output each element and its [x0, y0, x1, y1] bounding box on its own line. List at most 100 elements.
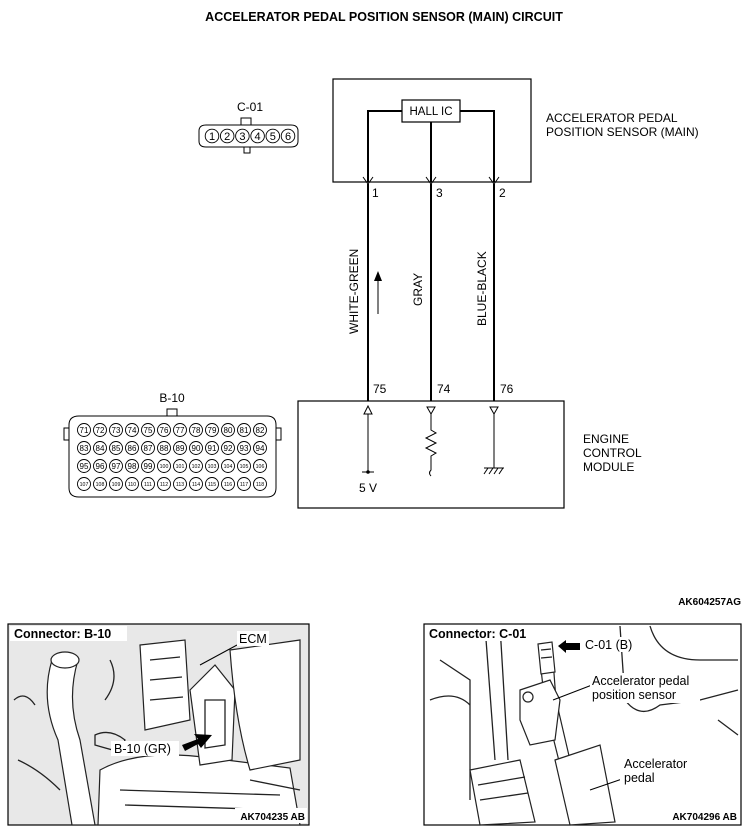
photo-right-header: Connector: C-01 [429, 627, 526, 641]
b10-pin-number: 116 [224, 482, 232, 488]
connector-b10-name: B-10 [159, 391, 185, 405]
ecm-pin-label: 74 [437, 382, 451, 396]
connector-c01-name: C-01 [237, 100, 263, 114]
b10-pin-number: 113 [176, 482, 184, 488]
b10-pin-number: 92 [224, 444, 233, 453]
b10-pin-cavity [93, 459, 107, 473]
b10-pin-number: 90 [192, 444, 201, 453]
c01-pin-cavity [235, 128, 250, 144]
c01-pin-number: 6 [285, 131, 291, 143]
b10-pin-cavity [237, 441, 251, 455]
b10-pin-cavity [125, 423, 139, 437]
sensor-pin-label: 2 [499, 186, 506, 200]
b10-pin-cavity [93, 477, 107, 491]
b10-pin-number: 102 [192, 464, 201, 470]
photo-left-header: Connector: B-10 [14, 627, 111, 641]
b10-pin-number: 115 [208, 482, 216, 488]
b10-pin-number: 79 [208, 426, 217, 435]
b10-pin-cavity [189, 459, 203, 473]
callout-arrow-icon [558, 640, 580, 653]
c01-pin-number: 2 [224, 131, 230, 143]
b10-pin-number: 94 [256, 444, 265, 453]
callout-pedal-line1: Accelerator [624, 757, 687, 771]
b10-pin-cavity [109, 477, 123, 491]
ecm-input-marker [426, 406, 436, 416]
b10-pin-cavity [77, 423, 91, 437]
b10-pin-cavity [125, 441, 139, 455]
callout-b10: B-10 (GR) [114, 742, 171, 756]
b10-pin-number: 71 [80, 426, 89, 435]
b10-pin-number: 74 [128, 426, 137, 435]
b10-pin-cavity [77, 441, 91, 455]
b10-pin-cavity [205, 423, 219, 437]
b10-pin-number: 83 [80, 444, 89, 453]
c01-pin-number: 3 [239, 131, 245, 143]
b10-pin-number: 84 [96, 444, 105, 453]
b10-pin-cavity [221, 477, 235, 491]
b10-pin-number: 77 [176, 426, 185, 435]
ecm-input-marker [489, 406, 499, 416]
b10-pin-number: 118 [256, 482, 264, 488]
b10-pin-cavity [253, 459, 267, 473]
b10-pin-number: 108 [96, 482, 105, 488]
b10-pin-cavity [125, 459, 139, 473]
b10-pin-number: 105 [240, 464, 249, 470]
c01-pin-cavity [265, 128, 281, 144]
b10-pin-cavity [221, 423, 235, 437]
b10-pin-cavity [157, 459, 171, 473]
ecm-supply-voltage: 5 V [359, 481, 377, 495]
b10-pin-cavity [189, 423, 203, 437]
b10-pin-cavity [205, 477, 219, 491]
b10-pin-number: 109 [112, 482, 121, 488]
diagram-code: AK604257AG [678, 597, 741, 608]
ecm-label-line3: MODULE [583, 460, 634, 474]
photo-connector-c01: Connector: C-01 C-01 (B) Accelerator ped… [423, 623, 742, 826]
c01-pin-number: 1 [209, 131, 215, 143]
b10-pin-cavity [189, 477, 203, 491]
c01-pin-number: 4 [255, 131, 261, 143]
ecm-pin-label: 75 [373, 382, 387, 396]
signal-direction-arrow-icon [374, 271, 382, 314]
callout-c01: C-01 (B) [585, 638, 632, 652]
b10-pin-number: 86 [128, 444, 137, 453]
b10-pin-cavity [77, 459, 91, 473]
photo-connector-b10: Connector: B-10 ECM B-10 (GR) AK704235 A… [7, 623, 310, 826]
b10-pin-number: 99 [144, 462, 153, 471]
b10-pin-number: 85 [112, 444, 121, 453]
sensor-pin-label: 1 [372, 186, 379, 200]
b10-pin-cavity [93, 441, 107, 455]
b10-pin-number: 106 [256, 464, 265, 470]
b10-pin-cavity [173, 459, 187, 473]
photo-right-code: AK704296 AB [672, 812, 737, 823]
diagram-title: ACCELERATOR PEDAL POSITION SENSOR (MAIN)… [205, 10, 563, 24]
sensor-label-line2: POSITION SENSOR (MAIN) [546, 125, 699, 139]
callout-ecm: ECM [239, 632, 267, 646]
c01-pin-cavity [204, 128, 220, 144]
b10-pin-cavity [221, 441, 235, 455]
ecm-label-line2: CONTROL [583, 446, 642, 460]
b10-pin-cavity [205, 459, 219, 473]
b10-pin-number: 75 [144, 426, 153, 435]
b10-pin-number: 82 [256, 426, 265, 435]
b10-pin-number: 81 [240, 426, 249, 435]
sensor-label-line1: ACCELERATOR PEDAL [546, 111, 678, 125]
b10-pin-cavity [109, 459, 123, 473]
b10-pin-number: 98 [128, 462, 137, 471]
b10-pin-number: 112 [160, 482, 168, 488]
b10-pin-cavity [141, 459, 155, 473]
callout-pedal-line2: pedal [624, 771, 655, 785]
b10-pin-cavity [237, 477, 251, 491]
b10-pin-number: 91 [208, 444, 217, 453]
b10-pin-cavity [141, 423, 155, 437]
ecm-label-line1: ENGINE [583, 432, 629, 446]
resistor-icon [424, 414, 438, 477]
callout-arrow-icon [182, 734, 212, 751]
b10-pin-cavity [93, 423, 107, 437]
b10-pin-number: 97 [112, 462, 121, 471]
b10-pin-number: 78 [192, 426, 201, 435]
b10-pin-number: 107 [80, 482, 89, 488]
b10-pin-number: 96 [96, 462, 105, 471]
